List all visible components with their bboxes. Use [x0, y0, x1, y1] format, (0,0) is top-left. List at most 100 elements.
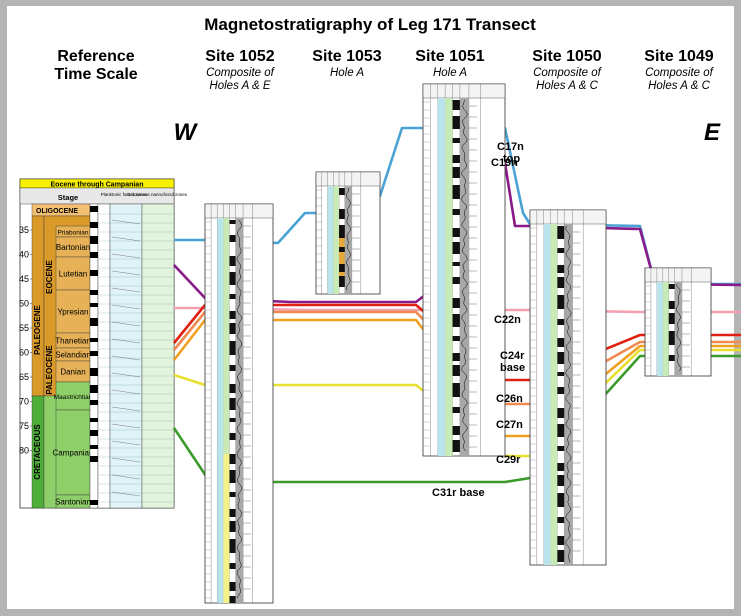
- normal-polarity-band: [90, 445, 98, 449]
- site-1051-column: [422, 83, 506, 457]
- site-polarity-band: [668, 284, 675, 289]
- lithology-strip-green: [662, 282, 669, 376]
- lithology-strip-yellow: [223, 454, 230, 603]
- eocene-label: EOCENE: [45, 259, 54, 293]
- stage-label: Santonian: [55, 498, 91, 507]
- chron-label-c26n: C26n: [496, 393, 523, 405]
- chron-label-c31r-base: C31r base: [432, 487, 485, 499]
- lithology-strip-orange: [339, 232, 345, 287]
- age-tick-label: 45: [19, 274, 29, 284]
- foram-column-header: Planktonic foram zones: [101, 192, 149, 197]
- nanno-zone-column: [141, 203, 175, 509]
- age-tick-label: 70: [19, 397, 29, 407]
- chron-label-c24r-base-1: C24r: [500, 350, 525, 362]
- cretaceous-label: CRETACEOUS: [33, 424, 42, 480]
- site-polarity-band: [339, 276, 345, 287]
- site-polarity-band: [557, 295, 565, 309]
- site-1050-title: Site 1050: [532, 48, 601, 65]
- normal-polarity-band: [90, 500, 98, 505]
- stage-cell: [55, 256, 91, 291]
- zone-marker: [111, 253, 141, 259]
- chron-label-c17n-top-2: top: [503, 153, 520, 165]
- east-label: E: [704, 119, 721, 146]
- lithology-strip-blue: [543, 224, 551, 565]
- site-polarity-band: [557, 265, 565, 273]
- site-polarity-band: [452, 407, 460, 413]
- site-polarity-band: [339, 225, 345, 238]
- inclination-trace: [675, 283, 681, 372]
- site-1049-subtitle-1: Composite of: [645, 67, 715, 79]
- site-polarity-band: [452, 262, 460, 266]
- chron-label-c17n-top-1: C17n: [497, 141, 524, 153]
- lithology-strip-blue: [437, 98, 446, 456]
- zone-marker: [111, 423, 141, 429]
- site-1049-column: [644, 267, 712, 377]
- age-tick-label: 75: [19, 421, 29, 431]
- inclination-trace: [565, 225, 572, 563]
- site-1052-subtitle-1: Composite of: [206, 67, 276, 79]
- zone-marker: [111, 287, 141, 293]
- site-polarity-band: [229, 272, 236, 285]
- site-1052-column: [204, 203, 274, 604]
- lithology-strip-green: [333, 186, 340, 294]
- normal-polarity-band: [90, 430, 98, 436]
- zone-marker: [111, 474, 141, 480]
- site-polarity-band: [452, 138, 460, 143]
- normal-polarity-band: [90, 368, 98, 376]
- polarity-data-panel: [344, 186, 352, 294]
- site-polarity-band: [229, 596, 236, 603]
- zone-marker: [111, 440, 141, 446]
- foram-zone-column: [109, 203, 143, 509]
- site-columns: [204, 83, 712, 604]
- stage-label: Thanetian: [55, 337, 91, 346]
- site-polarity-band: [557, 387, 565, 394]
- normal-polarity-band: [90, 303, 98, 307]
- normal-polarity-band: [90, 351, 98, 356]
- site-polarity-band: [229, 433, 236, 440]
- site-polarity-band: [557, 493, 565, 507]
- site-polarity-band: [452, 365, 460, 376]
- site-1050-column: [529, 209, 607, 566]
- site-polarity-band: [229, 521, 236, 532]
- site-polarity-band: [229, 220, 236, 224]
- age-tick-label: 50: [19, 299, 29, 309]
- west-label: W: [174, 119, 199, 146]
- site-polarity-band: [452, 228, 460, 237]
- site-polarity-band: [452, 353, 460, 361]
- normal-polarity-band: [90, 338, 98, 342]
- site-1049-subtitle-2: Holes A & C: [648, 80, 710, 92]
- site-polarity-band: [229, 398, 236, 410]
- site-column-header: [644, 267, 712, 283]
- site-polarity-band: [452, 185, 460, 199]
- stage-label: Bartonian: [56, 243, 90, 252]
- lithology-strip-blue: [327, 186, 334, 294]
- site-column-header: [422, 83, 506, 99]
- site-column-header: [315, 171, 381, 187]
- zone-marker: [111, 457, 141, 463]
- site-polarity-band: [229, 509, 236, 517]
- normal-polarity-band: [90, 318, 98, 326]
- normal-polarity-band: [90, 252, 98, 258]
- site-polarity-band: [452, 167, 460, 178]
- stage-label: Campanian: [53, 449, 94, 458]
- site-polarity-band: [668, 313, 675, 324]
- stage-label: Selandian: [55, 351, 91, 360]
- site-polarity-band: [229, 365, 236, 371]
- site-polarity-band: [452, 383, 460, 397]
- zone-marker: [111, 372, 141, 378]
- site-polarity-band: [229, 384, 236, 393]
- stage-label: Priabonian: [57, 230, 88, 237]
- site-polarity-band: [557, 319, 565, 325]
- normal-polarity-band: [90, 270, 98, 276]
- site-polarity-band: [229, 235, 236, 242]
- normal-polarity-band: [90, 400, 98, 405]
- site-polarity-band: [229, 563, 236, 569]
- zone-marker: [111, 270, 141, 276]
- age-tick-label: 80: [19, 446, 29, 456]
- site-polarity-band: [452, 426, 460, 435]
- stage-label: Danian: [60, 368, 85, 377]
- site-polarity-band: [452, 440, 460, 452]
- normal-polarity-band: [90, 418, 98, 422]
- stage-column-header: Stage: [58, 193, 78, 202]
